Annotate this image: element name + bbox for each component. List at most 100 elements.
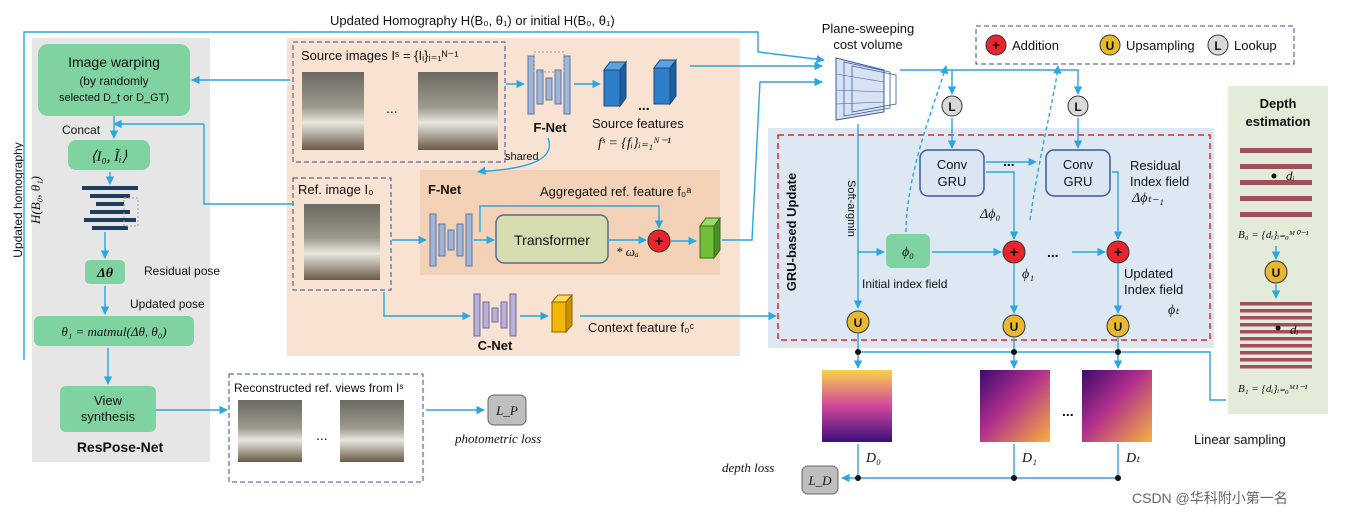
depth-bin-bar — [1240, 309, 1312, 313]
depth-bin-bar — [1240, 344, 1312, 348]
depth-bin-bar — [1240, 148, 1312, 153]
depth-bins-b0 — [1240, 148, 1312, 217]
side-label-2: H(B₀, θ₁) — [28, 176, 43, 225]
d1-label: D₁ — [1021, 451, 1037, 466]
shared-label: shared — [505, 151, 539, 163]
fnet-ref-icon — [429, 213, 473, 267]
cost-volume-icon — [835, 57, 897, 121]
conv-gru-2-label: Conv — [1063, 157, 1094, 172]
gru-title: GRU-based Update — [784, 173, 799, 291]
omega-label: * ωₐ — [616, 244, 639, 259]
depth-bin-bar — [1240, 302, 1312, 306]
di-label-0: dᵢ — [1286, 168, 1295, 183]
gru-panel — [768, 128, 1214, 348]
addition-plus-1: + — [1010, 244, 1019, 261]
transformer-box — [495, 214, 609, 264]
recon-box — [228, 373, 424, 483]
theta-formula: θ₁ = matmul(Δθ, θ₀) — [61, 324, 166, 339]
source-features-formula: fˢ = {fᵢ}ᵢ₌₁ᴺ⁻¹ — [598, 136, 671, 151]
depth-bins-b1 — [1240, 302, 1312, 369]
addition-node-t — [1106, 240, 1130, 264]
connectors — [23, 31, 1281, 483]
phi0-label: ϕ₀ — [902, 245, 914, 260]
upsample-letter-depth: U — [1272, 266, 1281, 280]
depth-map-dt — [1082, 370, 1152, 442]
upsample-letter-t: U — [1114, 320, 1123, 334]
cnet-icon — [473, 293, 517, 337]
conv-gru-1 — [919, 149, 985, 197]
legend-upsampling-letter: U — [1106, 39, 1115, 53]
residual-label-2: Index field — [1130, 174, 1189, 189]
cnet-label: C-Net — [478, 338, 513, 353]
image-warping-box — [38, 44, 190, 116]
recon-ellipsis: ... — [316, 427, 328, 443]
depth-bin-bar — [1240, 196, 1312, 201]
linear-sampling-label: Linear sampling — [1194, 432, 1286, 447]
depth-bin-bar — [1240, 358, 1312, 362]
depth-bin-bar — [1240, 351, 1312, 355]
conv-gru-1-label-2: GRU — [938, 174, 967, 189]
transformer-label: Transformer — [514, 232, 590, 248]
upsample-node-depth — [1264, 260, 1288, 284]
addition-node-ref — [647, 229, 671, 253]
legend-addition-plus: + — [992, 37, 1000, 53]
feature-ellipsis: ... — [638, 97, 650, 113]
concat-box — [68, 140, 150, 170]
ld-box — [801, 465, 839, 495]
junction-dots — [855, 349, 1121, 481]
lp-box — [487, 394, 527, 426]
upsample-letter-0: U — [854, 316, 863, 330]
source-images-box — [292, 41, 506, 163]
ref-image — [304, 204, 380, 280]
residual-label-3: Δϕₜ₋₁ — [1131, 191, 1164, 206]
d0-label: D₀ — [865, 451, 881, 466]
conv-gru-2-label-2: GRU — [1064, 174, 1093, 189]
recon-view-n — [340, 400, 404, 462]
view-synthesis-box — [60, 386, 156, 432]
delta-theta-box — [85, 260, 125, 284]
concat-pair: ⟨I₀, Ĩᵢ⟩ — [91, 148, 128, 165]
ref-image-label: Ref. image I₀ — [298, 182, 373, 197]
addition-plus-ref: + — [655, 233, 664, 250]
legend-lookup-label: Lookup — [1234, 38, 1277, 53]
cost-title-2: cost volume — [833, 37, 902, 52]
depth-bin-bar — [1240, 337, 1312, 341]
phi1-label: ϕ₁ — [1022, 267, 1034, 282]
depth-bin-bar — [1240, 330, 1312, 334]
depth-map-d0 — [822, 370, 892, 442]
image-warping-sub: (by randomly — [79, 74, 148, 88]
legend-upsampling-icon — [1099, 34, 1121, 56]
lp-label: L_P — [495, 403, 518, 418]
legend-addition-icon — [985, 34, 1007, 56]
source-feature-cube-n — [653, 58, 677, 106]
depth-bin-bar — [1240, 164, 1312, 169]
b1-label: B₁ = {dᵢ}ᵢ₌₀ᴹ¹⁻¹ — [1238, 383, 1308, 395]
dt-label: Dₜ — [1125, 451, 1141, 466]
depth-title-2: estimation — [1245, 114, 1310, 129]
watermark: CSDN @华科附小第一名 — [1132, 490, 1288, 506]
depth-bin-bar — [1240, 316, 1312, 320]
legend-addition-label: Addition — [1012, 38, 1059, 53]
image-warping-sub2: selected D_t or D_GT) — [59, 92, 169, 104]
conv-gru-1-label: Conv — [937, 157, 968, 172]
fnet-top-icon — [527, 51, 571, 115]
depth-bin-bar — [1240, 365, 1312, 369]
recon-title: Reconstructed ref. views from Iˢ — [234, 381, 403, 395]
updated-pose-label: Updated pose — [130, 297, 205, 311]
depth-panel — [1228, 86, 1328, 414]
aggregated-feature-cube — [699, 216, 721, 260]
depth-bin-bar — [1240, 212, 1312, 217]
fnet-top-label: F-Net — [533, 120, 567, 135]
pose-encoder-icon — [82, 186, 139, 230]
legend-box — [975, 25, 1295, 65]
image-warping-label: Image warping — [68, 54, 160, 70]
addition-plus-t: + — [1114, 244, 1123, 261]
recon-view-1 — [238, 400, 302, 462]
theta-formula-box — [34, 316, 194, 346]
legend-lookup-icon — [1207, 34, 1229, 56]
addition-node-1 — [1002, 240, 1026, 264]
di-marker-0 — [1271, 173, 1277, 179]
phi0-box — [886, 234, 930, 268]
